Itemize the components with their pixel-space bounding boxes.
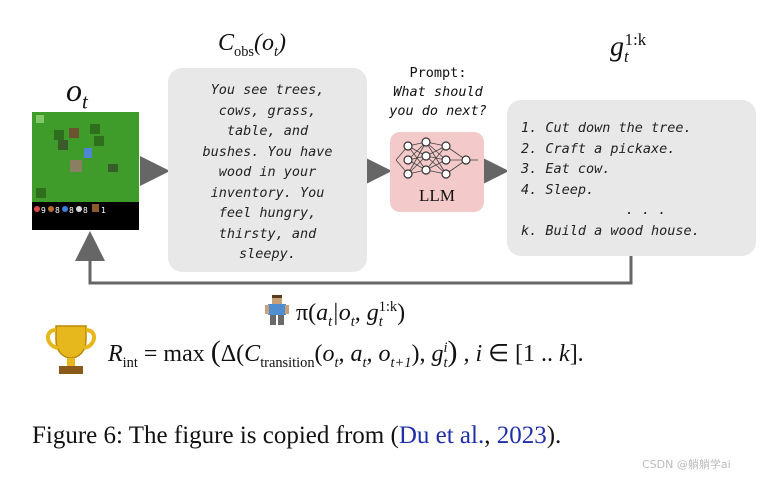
player-icon: [84, 148, 92, 158]
goals-label: gt1:k: [610, 30, 647, 66]
llm-box: [390, 132, 484, 212]
trophy-icon: [46, 325, 96, 374]
plan-item: 2. Craft a pickaxe.: [521, 140, 676, 157]
bush-icon: [108, 164, 118, 172]
agent-icon: [265, 295, 289, 325]
food-icon: [48, 206, 54, 212]
plan-ellipsis: . . .: [625, 202, 667, 218]
watermark: CSDN @躺躺学ai: [642, 458, 731, 471]
plan-item: k. Build a wood house.: [521, 222, 700, 239]
svg-text:1: 1: [101, 206, 106, 215]
arrow-feedback-loop: [75, 231, 633, 285]
observation-line: bushes. You have: [202, 143, 333, 160]
drink-icon: [62, 206, 68, 212]
svg-text:8: 8: [55, 206, 60, 215]
svg-text:8: 8: [83, 206, 88, 215]
observation-line: You see trees,: [210, 82, 325, 98]
reward-formula: Rint = max (Δ(Ctransition(ot, at, ot+1),…: [108, 335, 584, 371]
table-icon: [70, 160, 82, 172]
prompt-question-line: you do next?: [389, 103, 487, 119]
caption-suffix: ).: [546, 422, 562, 449]
observation-line: sleepy.: [239, 246, 296, 262]
plan-box: [507, 100, 756, 256]
prompt-question: What should you do next?: [368, 83, 508, 121]
energy-icon: [76, 206, 82, 212]
observation-line: table, and: [226, 123, 309, 139]
svg-text:8: 8: [69, 206, 74, 215]
cow-icon: [69, 128, 79, 138]
svg-text:9: 9: [41, 206, 46, 215]
plan-item: 3. Eat cow.: [521, 161, 611, 177]
game-frame: 9 8 8 8 1: [32, 112, 139, 230]
observation-description-box: [168, 68, 367, 272]
observation-line: feel hungry,: [218, 205, 317, 221]
observation-line: cows, grass,: [218, 102, 317, 119]
plan-item: 1. Cut down the tree.: [521, 120, 692, 136]
caption-sep: ,: [484, 422, 497, 449]
observation-description: You see trees, cows, grass, table, and b…: [168, 80, 367, 265]
plan-list: 1. Cut down the tree. 2. Craft a pickaxe…: [521, 118, 751, 241]
tree-icon: [90, 124, 100, 134]
citation-author-link[interactable]: Du et al.: [398, 422, 485, 449]
figure-caption: Figure 6: The figure is copied from (Du …: [32, 422, 561, 450]
observation-label: ot: [66, 72, 88, 114]
observation-line: thirsty, and: [218, 225, 317, 242]
prompt: Prompt: What should you do next?: [368, 64, 508, 121]
tree-icon: [54, 130, 64, 140]
prompt-question-line: What should: [393, 84, 483, 100]
observation-line: inventory. You: [210, 184, 325, 201]
heart-icon: [34, 206, 40, 212]
neural-network-icon: [395, 137, 478, 179]
observation-line: wood in your: [218, 164, 317, 180]
policy-formula: π(at|ot, gt1:k): [262, 294, 405, 331]
caption-prefix: Figure 6: The figure is copied from (: [32, 422, 399, 449]
plan-item: 4. Sleep.: [521, 181, 595, 198]
prompt-heading: Prompt:: [409, 65, 467, 81]
tree-icon: [94, 136, 104, 146]
citation-year-link[interactable]: 2023: [496, 422, 547, 449]
wood-icon: [92, 204, 99, 212]
observation-caption-label: Cobs(ot): [218, 30, 287, 60]
llm-label: LLM: [419, 186, 455, 205]
